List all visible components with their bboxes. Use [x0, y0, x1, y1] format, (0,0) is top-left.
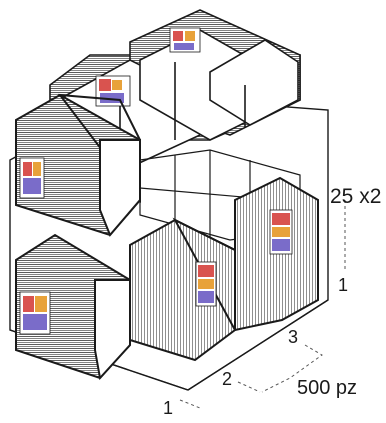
product-label-upper-left — [19, 157, 45, 199]
front-count-label: 1 — [163, 398, 174, 418]
product-label-lower-middle — [195, 261, 217, 307]
lower-front-left-stack — [15, 233, 131, 381]
height-count-label: 1 — [338, 275, 349, 295]
quantity-label: 500 pz — [297, 377, 358, 399]
product-label-lower-right — [269, 209, 293, 255]
lower-front-middle-stack — [129, 217, 236, 362]
layers-label: 25 x2 — [330, 185, 382, 208]
dimension-lines — [179, 200, 346, 409]
product-label-rear-1 — [95, 75, 131, 107]
product-label-lower-left — [19, 291, 51, 335]
depth-count-label: 3 — [288, 327, 299, 347]
product-label-rear-2 — [169, 27, 201, 53]
width-count-label: 2 — [222, 369, 233, 389]
